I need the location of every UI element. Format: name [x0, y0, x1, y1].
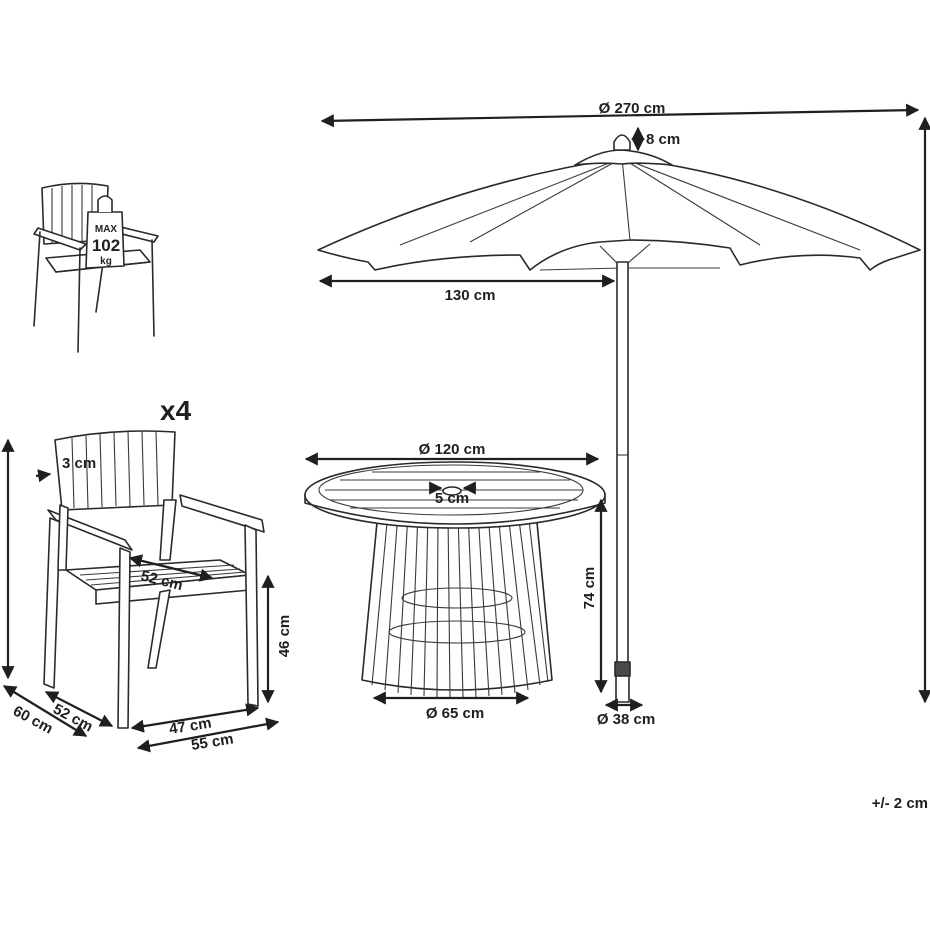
chair-armrest-label: 3 cm — [62, 455, 96, 472]
chair-width-inner-dimension: 47 cm — [130, 703, 260, 738]
chair-width-outer-label: 55 cm — [190, 731, 235, 754]
umbrella-finial-label: 8 cm — [646, 131, 680, 148]
chair-width-outer-dimension: 55 cm — [136, 717, 280, 754]
umbrella-base-dimension: Ø 38 cm — [597, 698, 655, 728]
table-diameter-label: Ø 120 cm — [419, 441, 486, 458]
umbrella-radius-dimension: 130 cm — [318, 274, 616, 304]
chair-seat-height-dimension: 46 cm — [261, 574, 293, 704]
table-base-dimension: Ø 65 cm — [372, 691, 530, 722]
max-load-label-2: 102 — [92, 236, 120, 255]
umbrella-radius-label: 130 cm — [445, 287, 496, 304]
table-diameter-dimension: Ø 120 cm — [304, 441, 600, 466]
table-hole-dimension: 5 cm — [429, 481, 476, 507]
chair-depth-outer-label: 60 cm — [10, 703, 56, 738]
chair-armrest-dimension: 3 cm — [35, 455, 96, 483]
max-load-label-1: MAX — [95, 224, 118, 235]
chair-seat-height-label: 46 cm — [276, 615, 293, 658]
umbrella-diameter-label: Ø 270 cm — [599, 100, 666, 117]
umbrella-base-label: Ø 38 cm — [597, 711, 655, 728]
table-height-label: 74 cm — [581, 567, 598, 610]
max-load-label-3: kg — [100, 256, 112, 267]
table-hole-label: 5 cm — [435, 490, 469, 507]
table-base-label: Ø 65 cm — [426, 705, 484, 722]
umbrella-finial-dimension: 8 cm — [631, 126, 680, 152]
table-drawing — [304, 461, 606, 698]
tolerance-label: +/- 2 cm — [872, 795, 928, 812]
chair-quantity-label: x4 — [160, 395, 192, 426]
umbrella-diameter-dimension: Ø 270 cm — [320, 100, 920, 128]
small-chair-drawing: MAX 102 kg — [33, 182, 159, 353]
chair-depth-inner-dimension: 52 cm — [44, 691, 114, 736]
large-chair-drawing — [43, 430, 265, 729]
table-height-dimension: 74 cm — [581, 498, 608, 694]
